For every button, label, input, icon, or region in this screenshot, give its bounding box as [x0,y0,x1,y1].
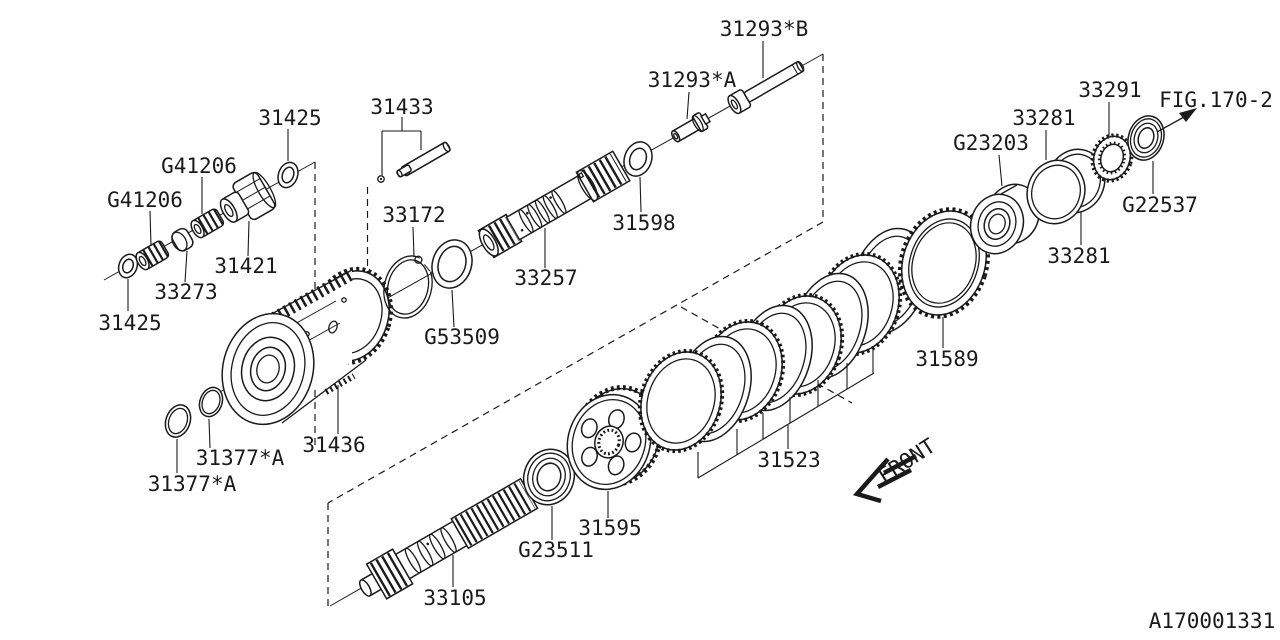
friction-plate [637,348,725,454]
part-labels: 31425G41206G4120633273314253142131433331… [98,17,1275,633]
part-31293b-shaft [727,60,805,115]
part-31377a-snap-ring-front [198,386,224,418]
part-g53509-ring [431,239,473,289]
part-label-31377a-2: 31377*A [148,472,237,496]
part-31436-carrier [221,266,394,426]
part-label-g41206-front: G41206 [161,154,237,178]
part-label-31523: 31523 [757,448,820,472]
clutch-pack-bracket [697,347,875,479]
part-31433-rod [377,141,451,183]
part-label-33105: 33105 [423,586,486,610]
part-31421-hub [219,171,277,223]
part-label-31433: 31433 [370,95,433,119]
part-label-33291: 33291 [1078,78,1141,102]
31433-bracket [381,117,422,175]
part-label-31293-b: 31293*B [720,17,809,41]
part-33273-cap [171,227,194,252]
part-label-33281-top: 33281 [1012,106,1075,130]
part-label-31421: 31421 [214,254,277,278]
part-label-31425-front: 31425 [258,106,321,130]
part-label-31293-a: 31293*A [648,68,737,92]
part-label-33172: 33172 [382,203,445,227]
part-label-33281-bottom: 33281 [1047,244,1110,268]
part-33105-shaft [358,477,539,600]
part-label-g41206-rear: G41206 [107,188,183,212]
part-33281-washer-front [1026,159,1086,225]
part-label-g53509: G53509 [424,325,500,349]
part-label-31595: 31595 [578,516,641,540]
part-label-31425-rear: 31425 [98,311,161,335]
part-label-31598: 31598 [612,211,675,235]
part-33257-shaft [477,150,631,259]
part-g23203-bearing [969,183,1041,255]
part-label-33257: 33257 [514,266,577,290]
part-label-doc-id: A170001331 [1149,609,1275,633]
part-label-31589: 31589 [915,347,978,371]
part-31377a-snap-ring-rear [164,404,192,438]
part-label-fig-ref: FIG.170-2 [1159,88,1273,112]
part-label-31377a-1: 31377*A [196,446,285,470]
part-31523-clutch-pack [637,227,928,454]
part-label-g23203: G23203 [953,131,1029,155]
part-label-33273: 33273 [154,280,217,304]
part-g41206-bushing-rear [135,240,170,271]
front-arrow-icon [852,454,918,504]
part-31595-gear [566,385,664,491]
part-33291-lock-washer [1090,133,1134,183]
part-31425-washer-front [277,161,299,189]
part-label-front: FRONT [874,433,940,488]
part-label-g23511: G23511 [518,538,594,562]
part-g41206-bushing-front [190,208,225,239]
leader-lines [127,41,1154,587]
part-label-g22537: G22537 [1122,193,1198,217]
part-31598-washer [623,141,653,177]
part-g23511-bearing [522,448,576,506]
part-31293a-pin [670,112,712,143]
part-g22537-bearing [1127,115,1165,161]
part-31425-washer-rear [117,253,139,279]
fig-ref-arrow [1156,108,1197,133]
part-label-31436: 31436 [302,433,365,457]
